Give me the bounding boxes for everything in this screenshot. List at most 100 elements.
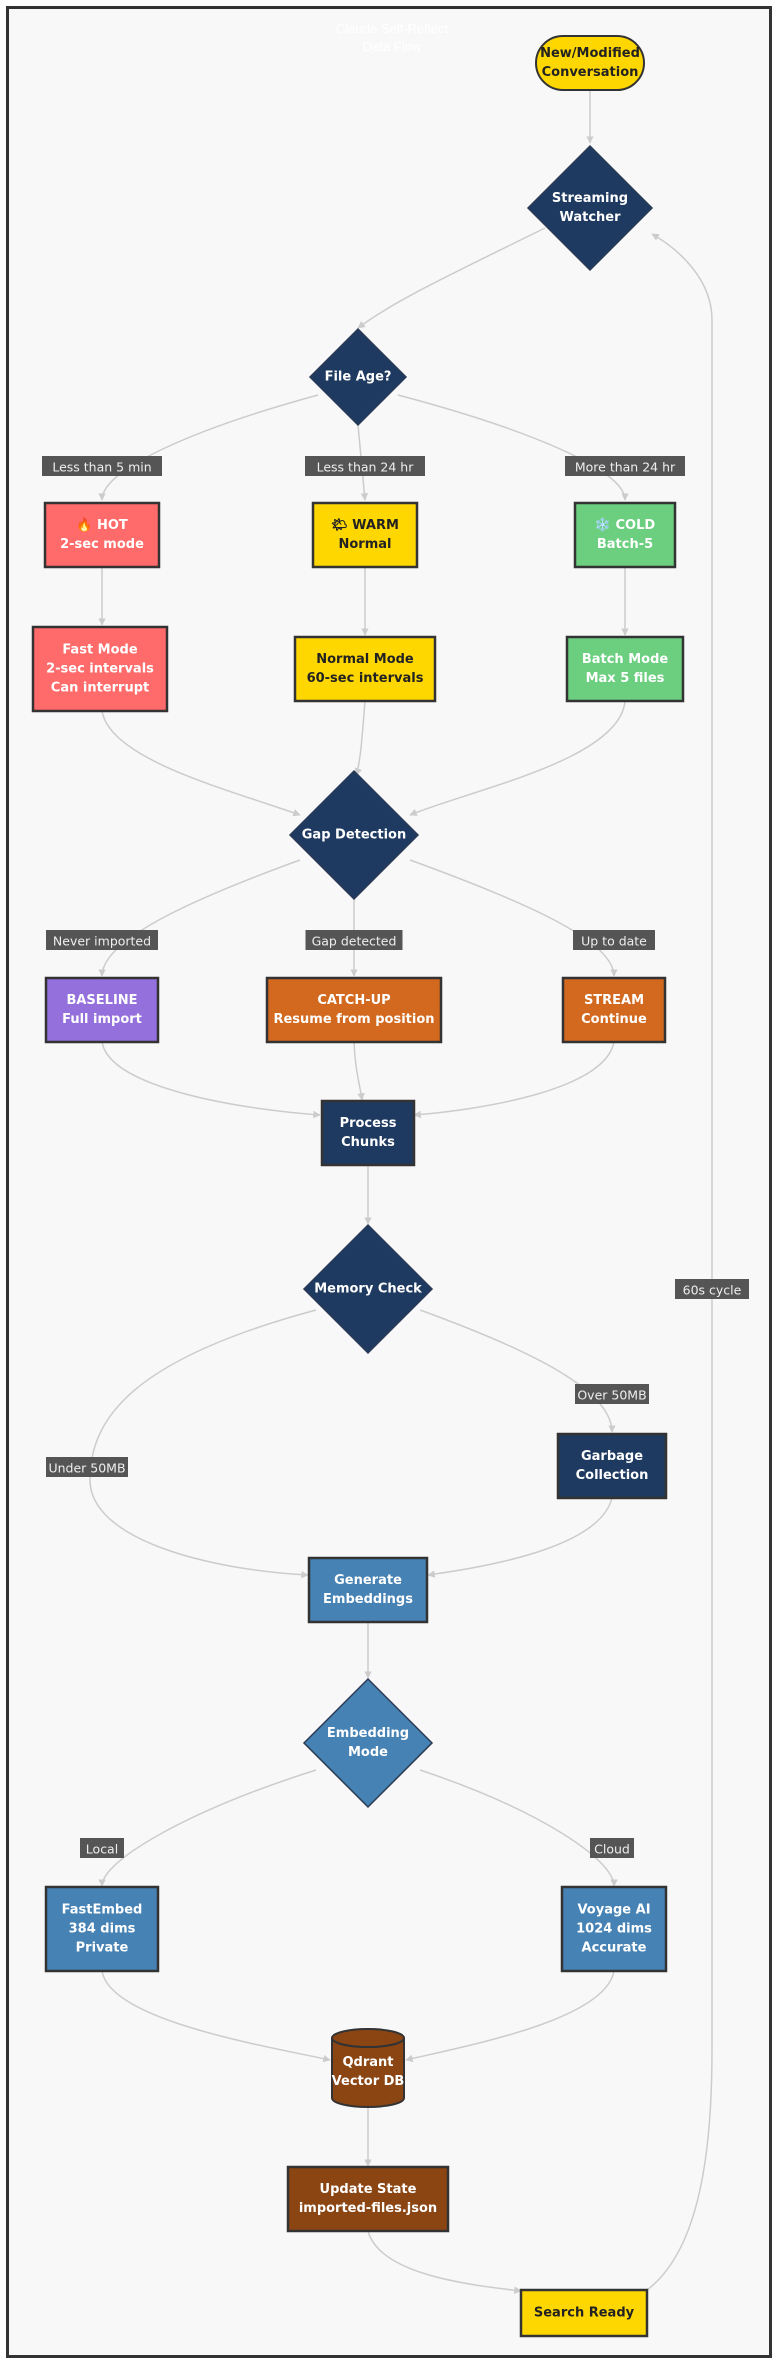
edge-embmode-fastembed bbox=[98, 1769, 317, 1887]
nodes: New/ModifiedConversationStreamingWatcher… bbox=[31, 35, 685, 2338]
edge-label-text-local: Local bbox=[86, 1842, 118, 1857]
node-label-update-line-1: Update State bbox=[320, 2182, 417, 2197]
node-shape-streaming bbox=[526, 144, 654, 272]
edge-voyage-qdrant bbox=[405, 1970, 615, 2063]
node-shape-catchup bbox=[265, 976, 443, 1044]
node-shape-fast-mode bbox=[31, 625, 169, 713]
node-label-streaming-line-2: Watcher bbox=[559, 210, 621, 225]
node-shape-update bbox=[286, 2165, 450, 2233]
node-label-warm-line-1: 🌤 WARM bbox=[331, 517, 399, 533]
node-hot: 🔥 HOT 2-sec mode bbox=[43, 501, 161, 569]
node-label-fastembed-line-1: FastEmbed bbox=[62, 1903, 143, 1918]
edge-gap-baseline bbox=[98, 859, 301, 977]
node-label-normal-mode-line-1: Normal Mode bbox=[316, 652, 414, 667]
node-label-catchup-line-2: Resume from position bbox=[273, 1012, 434, 1027]
node-search: Search Ready bbox=[519, 2288, 649, 2338]
edge-label-text-never: Never imported bbox=[53, 934, 151, 949]
edge-label-text-gapdet: Gap detected bbox=[312, 934, 397, 949]
node-shape-gen-emb bbox=[307, 1556, 429, 1624]
edge-update-search bbox=[367, 2230, 522, 2294]
node-label-new-conv-line-2: Conversation bbox=[542, 65, 639, 80]
node-label-process-line-1: Process bbox=[340, 1116, 397, 1131]
node-label-hot-line-2: 2-sec mode bbox=[60, 537, 144, 552]
edge-label-text-uptodate: Up to date bbox=[581, 934, 647, 949]
node-label-process-line-2: Chunks bbox=[341, 1135, 395, 1150]
node-label-file-age-line-1: File Age? bbox=[325, 370, 392, 385]
edge-label-cloud: Cloud bbox=[590, 1838, 634, 1858]
edge-label-bg-local bbox=[80, 1838, 124, 1858]
node-label-normal-mode-line-2: 60-sec intervals bbox=[307, 671, 424, 686]
node-label-cold-line-2: Batch-5 bbox=[597, 537, 653, 552]
edge-label-text-cloud: Cloud bbox=[594, 1842, 630, 1857]
edge-fast-gap bbox=[101, 710, 301, 817]
node-shape-fastembed bbox=[44, 1885, 160, 1973]
edge-label-text-less24: Less than 24 hr bbox=[317, 460, 415, 475]
edge-baseline-process bbox=[101, 1041, 321, 1119]
edge-label-bg-less24 bbox=[305, 456, 425, 476]
edge-fastembed-qdrant bbox=[101, 1970, 331, 2063]
node-label-gc-line-1: Garbage bbox=[581, 1449, 643, 1464]
edge-label-bg-uptodate bbox=[573, 930, 655, 950]
node-label-voyage-line-1: Voyage AI bbox=[577, 1903, 650, 1918]
edge-label-text-over50: Over 50MB bbox=[577, 1388, 646, 1403]
edge-gc-genemb bbox=[427, 1497, 613, 1578]
node-label-qdrant-line-2: Vector DB bbox=[332, 2074, 405, 2089]
node-shape-batch-mode bbox=[565, 635, 685, 703]
edge-label-local: Local bbox=[80, 1838, 124, 1858]
edge-label-less5: Less than 5 min bbox=[42, 456, 162, 476]
node-label-gen-emb-line-1: Generate bbox=[334, 1573, 402, 1588]
edge-memory-genemb bbox=[89, 1309, 317, 1579]
node-label-fastembed-line-3: Private bbox=[76, 1941, 129, 1956]
edge-fileage-cold bbox=[397, 394, 629, 501]
edge-batch-gap bbox=[409, 700, 626, 816]
edge-label-over50: Over 50MB bbox=[575, 1384, 649, 1404]
edge-label-under50: Under 50MB bbox=[46, 1457, 128, 1477]
node-label-memory-line-1: Memory Check bbox=[314, 1282, 422, 1297]
edge-label-bg-under50 bbox=[46, 1457, 128, 1477]
node-label-warm-line-2: Normal bbox=[339, 537, 392, 552]
node-label-emb-mode-line-1: Embedding bbox=[327, 1726, 409, 1741]
edge-stream-process bbox=[413, 1041, 615, 1119]
node-label-streaming-line-1: Streaming bbox=[552, 191, 628, 206]
edge-label-bg-less5 bbox=[42, 456, 162, 476]
node-update: Update State imported-files.json bbox=[286, 2165, 450, 2233]
node-label-stream-line-2: Continue bbox=[581, 1012, 647, 1027]
edge-label-never: Never imported bbox=[46, 930, 158, 950]
node-label-stream-line-1: STREAM bbox=[584, 993, 644, 1008]
node-shape-gc bbox=[556, 1432, 668, 1500]
edge-label-text-less5: Less than 5 min bbox=[52, 460, 151, 475]
node-shape-normal-mode bbox=[293, 635, 437, 703]
node-label-batch-mode-line-2: Max 5 files bbox=[586, 671, 665, 686]
edge-gap-stream bbox=[409, 859, 618, 977]
node-label-qdrant-line-1: Qdrant bbox=[342, 2055, 393, 2070]
diagram-title-line-2: Data Flow bbox=[362, 39, 422, 54]
node-shape-hot bbox=[43, 501, 161, 569]
edge-embmode-voyage bbox=[419, 1769, 618, 1887]
node-label-hot-line-1: 🔥 HOT bbox=[76, 517, 128, 533]
edge-label-uptodate: Up to date bbox=[573, 930, 655, 950]
node-shape-baseline bbox=[44, 976, 160, 1044]
node-label-gap-line-1: Gap Detection bbox=[302, 828, 406, 843]
node-label-new-conv-line-1: New/Modified bbox=[540, 46, 640, 61]
node-shape-file-age bbox=[308, 327, 408, 427]
node-shape-stream bbox=[561, 976, 667, 1044]
node-normal-mode: Normal Mode 60-sec intervals bbox=[293, 635, 437, 703]
node-label-update-line-2: imported-files.json bbox=[299, 2201, 437, 2216]
node-label-search-line-1: Search Ready bbox=[534, 2306, 635, 2321]
edge-fileage-hot bbox=[98, 394, 319, 501]
edge-label-bg-gapdet bbox=[305, 930, 403, 950]
edge-catchup-process bbox=[353, 1041, 365, 1101]
edge-label-text-cycle: 60s cycle bbox=[683, 1283, 742, 1298]
